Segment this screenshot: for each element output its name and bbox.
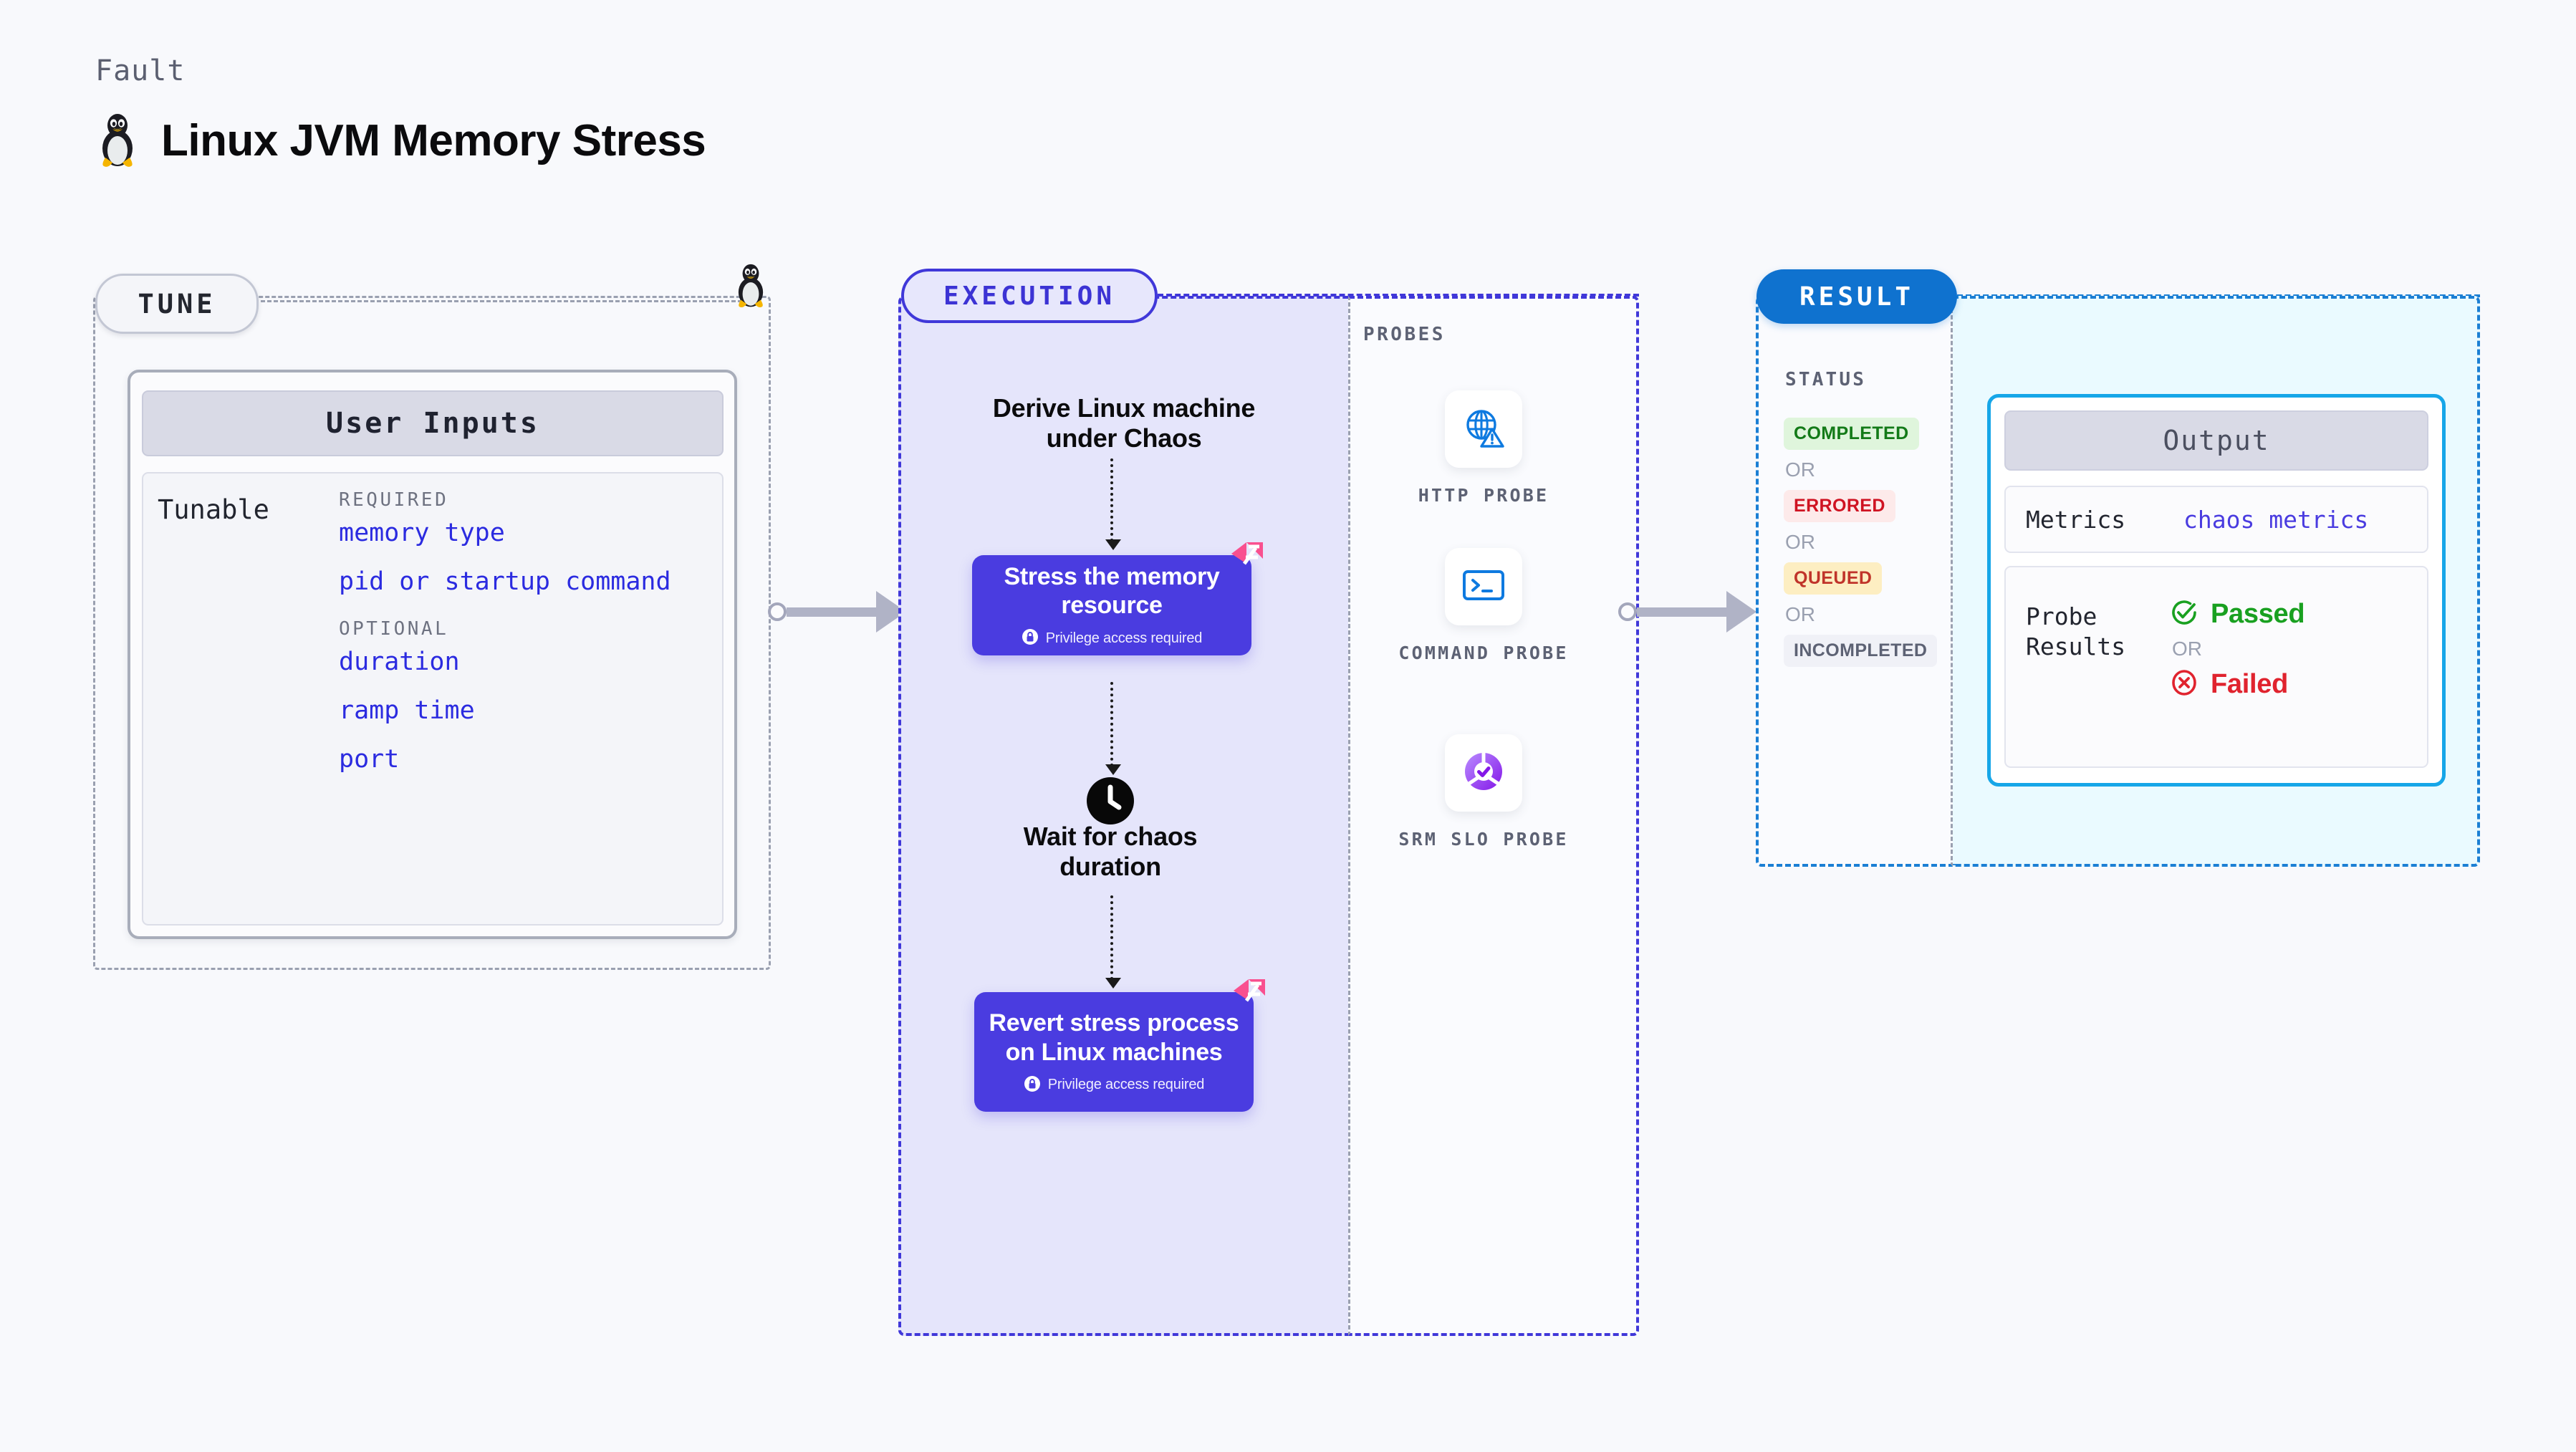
status-badge: QUEUED xyxy=(1784,562,1883,595)
check-circle-icon xyxy=(2169,597,2199,630)
or-separator: OR xyxy=(1785,531,1815,553)
tunable-item[interactable]: memory type xyxy=(339,519,505,547)
tunable-box xyxy=(142,472,724,925)
page-title-row: Linux JVM Memory Stress xyxy=(95,113,706,168)
metrics-label: Metrics xyxy=(2026,505,2126,534)
result-chip-label: RESULT xyxy=(1799,282,1915,312)
or-separator: OR xyxy=(2172,638,2202,660)
flow-arrow xyxy=(1105,458,1121,550)
connector-start-dot xyxy=(1618,602,1637,621)
clock-icon xyxy=(1087,777,1134,827)
probe-results-values: Passed OR Failed xyxy=(2169,597,2305,766)
result-chip[interactable]: RESULT xyxy=(1756,269,1957,324)
status-title: STATUS xyxy=(1785,369,1867,390)
status-badge: INCOMPLETED xyxy=(1784,635,1938,667)
tune-chip-label: TUNE xyxy=(138,288,216,319)
tunable-item[interactable]: pid or startup command xyxy=(339,567,671,596)
probe-item-srm-slo[interactable]: SRM SLO PROBE xyxy=(1376,734,1591,852)
status-badge: ERRORED xyxy=(1784,490,1895,522)
tunable-list: REQUIRED memory type pid or startup comm… xyxy=(339,489,711,796)
tune-connector-line xyxy=(254,300,749,302)
probes-panel xyxy=(1348,296,1639,1336)
execution-step-stress-label: Stress the memory resource xyxy=(1004,562,1220,619)
execution-chip-label: EXECUTION xyxy=(943,281,1116,311)
flow-arrow xyxy=(1105,895,1121,989)
probe-label: HTTP PROBE xyxy=(1418,485,1549,506)
probe-tile xyxy=(1445,390,1522,468)
user-inputs-title: User Inputs xyxy=(326,407,539,440)
probe-result-failed-label: Failed xyxy=(2211,668,2289,699)
status-badge: COMPLETED xyxy=(1784,418,1919,450)
probes-title: PROBES xyxy=(1363,324,1446,345)
privilege-note: Privilege access required xyxy=(1022,628,1202,648)
status-list: COMPLETED OR ERRORED OR QUEUED OR INCOMP… xyxy=(1784,418,1948,667)
lock-icon xyxy=(1024,1075,1041,1095)
privilege-note-text: Privilege access required xyxy=(1045,630,1203,646)
execution-step-revert-label: Revert stress process on Linux machines xyxy=(989,1009,1239,1066)
output-metrics-row: Metrics chaos metrics xyxy=(2004,486,2428,553)
or-separator: OR xyxy=(1785,603,1815,625)
tunable-item[interactable]: ramp time xyxy=(339,696,475,725)
probe-label: COMMAND PROBE xyxy=(1398,643,1569,663)
user-inputs-header: User Inputs xyxy=(142,390,724,456)
probe-result-passed-label: Passed xyxy=(2211,598,2305,629)
harness-logo-icon xyxy=(1227,538,1267,581)
globe-warning-icon xyxy=(1461,405,1506,453)
execution-step-revert[interactable]: Revert stress process on Linux machines … xyxy=(974,979,1265,1112)
linux-penguin-icon xyxy=(95,113,140,168)
probe-tile xyxy=(1445,548,1522,625)
fault-eyebrow-label: Fault xyxy=(95,54,186,87)
probe-item-http[interactable]: HTTP PROBE xyxy=(1376,390,1591,508)
output-header: Output xyxy=(2004,410,2428,471)
tunable-group-heading-required: REQUIRED xyxy=(339,489,449,511)
probe-item-command[interactable]: COMMAND PROBE xyxy=(1376,548,1591,665)
connector-arrowhead xyxy=(1726,591,1756,633)
page-title: Linux JVM Memory Stress xyxy=(161,115,706,165)
privilege-note: Privilege access required xyxy=(1024,1075,1204,1095)
terminal-icon xyxy=(1461,567,1506,607)
output-title: Output xyxy=(2163,425,2270,456)
metrics-value[interactable]: chaos metrics xyxy=(2183,505,2369,534)
execution-step-wait: Wait for chaos duration xyxy=(1023,822,1198,882)
connector-start-dot xyxy=(768,602,787,621)
tune-chip[interactable]: TUNE xyxy=(95,274,259,334)
lock-icon xyxy=(1022,628,1039,648)
tunable-item[interactable]: duration xyxy=(339,648,460,676)
tunable-group-heading-optional: OPTIONAL xyxy=(339,618,449,640)
connector-bar xyxy=(787,607,876,617)
execution-step-derive: Derive Linux machine under Chaos xyxy=(992,393,1256,453)
execution-step-stress[interactable]: Stress the memory resource Privilege acc… xyxy=(972,542,1263,655)
tune-panel xyxy=(93,296,771,970)
tunable-row-label: Tunable xyxy=(158,494,269,525)
connector-bar xyxy=(1637,607,1726,617)
execution-chip[interactable]: EXECUTION xyxy=(901,269,1158,323)
slo-donut-check-icon xyxy=(1461,749,1506,797)
linux-penguin-icon xyxy=(732,264,769,311)
flow-arrow xyxy=(1105,682,1121,775)
output-probe-results-row: Probe Results Passed OR xyxy=(2004,566,2428,768)
harness-logo-icon xyxy=(1229,975,1269,1018)
privilege-note-text: Privilege access required xyxy=(1047,1077,1205,1093)
probe-result-failed: Failed xyxy=(2169,668,2305,701)
probe-result-passed: Passed xyxy=(2169,597,2305,630)
or-separator: OR xyxy=(1785,458,1815,481)
execution-connector-line xyxy=(1158,294,1639,297)
x-circle-icon xyxy=(2169,668,2199,701)
probe-tile xyxy=(1445,734,1522,812)
probe-results-label: Probe Results xyxy=(2026,602,2126,661)
probe-label: SRM SLO PROBE xyxy=(1398,829,1569,850)
tunable-item[interactable]: port xyxy=(339,745,400,774)
connector-execution-to-result xyxy=(1618,591,1775,633)
